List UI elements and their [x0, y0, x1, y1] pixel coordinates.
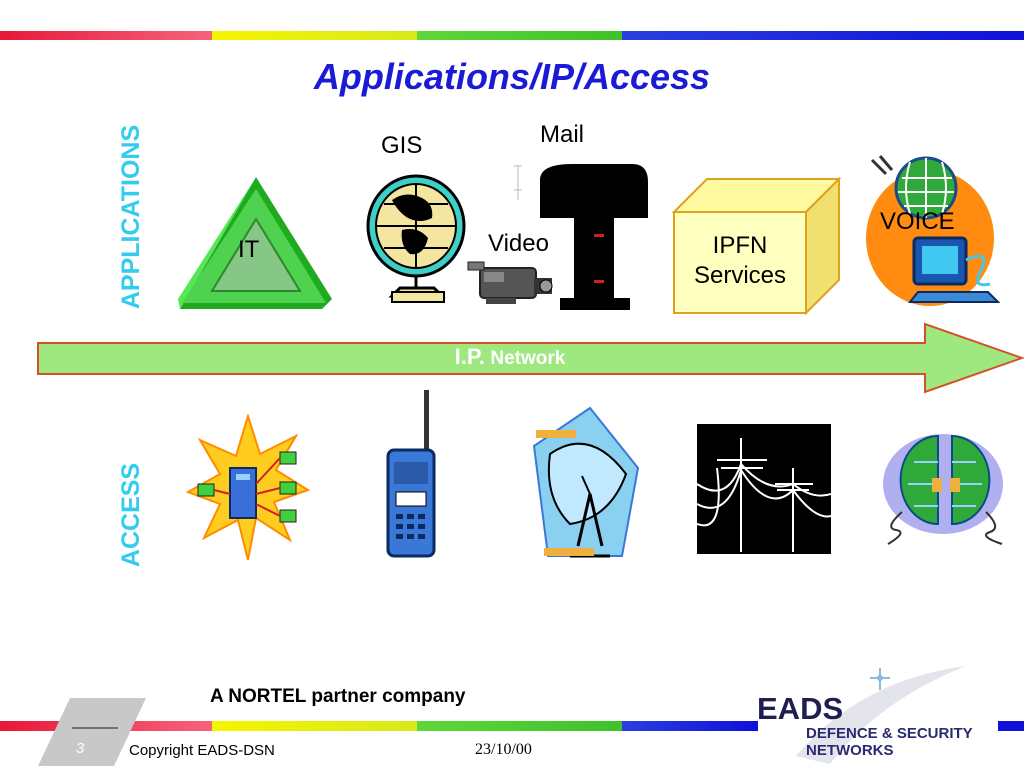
logo-line2: NETWORKS [806, 742, 894, 759]
logo-line1: DEFENCE & SECURITY [806, 725, 973, 742]
mailbox-icon [514, 164, 648, 310]
voice-computer-globe-icon [866, 155, 1001, 306]
ip-network-label: I.P. Network [380, 344, 640, 370]
it-triangle-icon [178, 177, 332, 309]
services-label: Services [693, 262, 787, 289]
copyright-text: Copyright EADS-DSN [129, 742, 275, 759]
page-number: 3 [75, 740, 85, 757]
partner-tagline: A NORTEL partner company [210, 686, 466, 707]
ipfn-label: IPFN [712, 232, 768, 259]
it-label: IT [238, 236, 260, 263]
ip-network-arrow [37, 322, 1024, 394]
mail-label: Mail [540, 121, 585, 148]
page-title: Applications/IP/Access [313, 56, 711, 97]
gis-label: GIS [381, 132, 423, 159]
video-label: Video [488, 230, 549, 257]
lan-server-icon [186, 414, 310, 561]
date-text: 23/10/00 [475, 741, 532, 758]
split-globe-icon [883, 434, 1003, 545]
ip-network-prefix: I.P. [454, 344, 485, 369]
eads-logo-swoosh [796, 666, 966, 764]
applications-label: APPLICATIONS [117, 124, 145, 310]
page-number-tab [38, 698, 146, 766]
video-camera-icon [467, 261, 553, 304]
power-lines-icon [697, 424, 831, 554]
ip-network-suffix: Network [490, 348, 566, 369]
satellite-dish-icon [532, 406, 640, 558]
voice-label: VOICE [880, 208, 955, 235]
logo-brand: EADS [757, 691, 844, 726]
access-label: ACCESS [117, 462, 145, 568]
handheld-radio-icon [386, 390, 436, 558]
gis-globe-icon [366, 174, 466, 303]
ipfn-services-box-icon [671, 176, 842, 316]
